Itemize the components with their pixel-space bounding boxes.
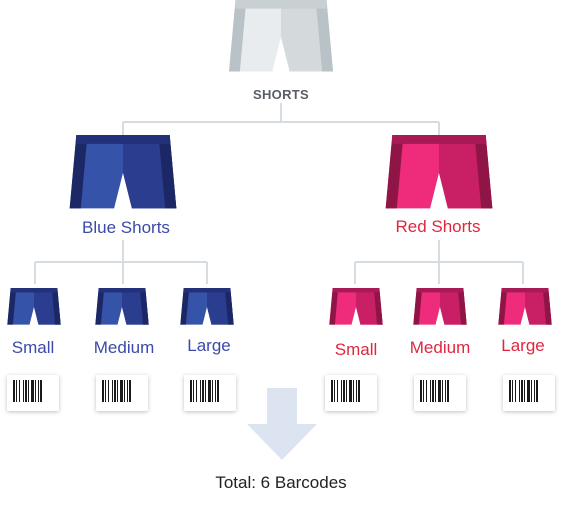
root-label: SHORTS — [253, 87, 309, 102]
barcode-icon — [13, 379, 53, 407]
total-barcodes-label: Total: 6 Barcodes — [215, 473, 347, 492]
red-shorts-icon — [385, 135, 493, 209]
size-label-red-small: Small — [334, 340, 378, 359]
blue-shorts-icon — [69, 135, 177, 209]
size-label-blue-small: Small — [11, 338, 55, 357]
blue-small-shorts-icon — [7, 288, 61, 325]
group-label-red: Red Shorts — [395, 217, 481, 236]
blue-medium-shorts-icon — [95, 288, 149, 325]
red-small-shorts-icon — [329, 288, 383, 325]
barcode-icon — [331, 379, 371, 407]
barcode-card — [96, 375, 148, 411]
barcode-card — [7, 375, 59, 411]
blue-large-shorts-icon — [180, 288, 234, 325]
barcode-card — [184, 375, 236, 411]
barcode-card — [503, 375, 555, 411]
size-label-red-medium: Medium — [409, 338, 471, 357]
size-label-red-large: Large — [501, 336, 545, 355]
barcode-card — [325, 375, 377, 411]
size-label-blue-medium: Medium — [93, 338, 155, 357]
barcode-icon — [509, 379, 549, 407]
size-label-blue-large: Large — [187, 336, 231, 355]
root-shorts-icon — [229, 0, 333, 72]
barcode-icon — [420, 379, 460, 407]
arrow-down-icon — [247, 388, 317, 460]
red-large-shorts-icon — [498, 288, 552, 325]
barcode-icon — [102, 379, 142, 407]
group-label-blue: Blue Shorts — [82, 218, 170, 237]
red-medium-shorts-icon — [413, 288, 467, 325]
barcode-card — [414, 375, 466, 411]
barcode-icon — [190, 379, 230, 407]
